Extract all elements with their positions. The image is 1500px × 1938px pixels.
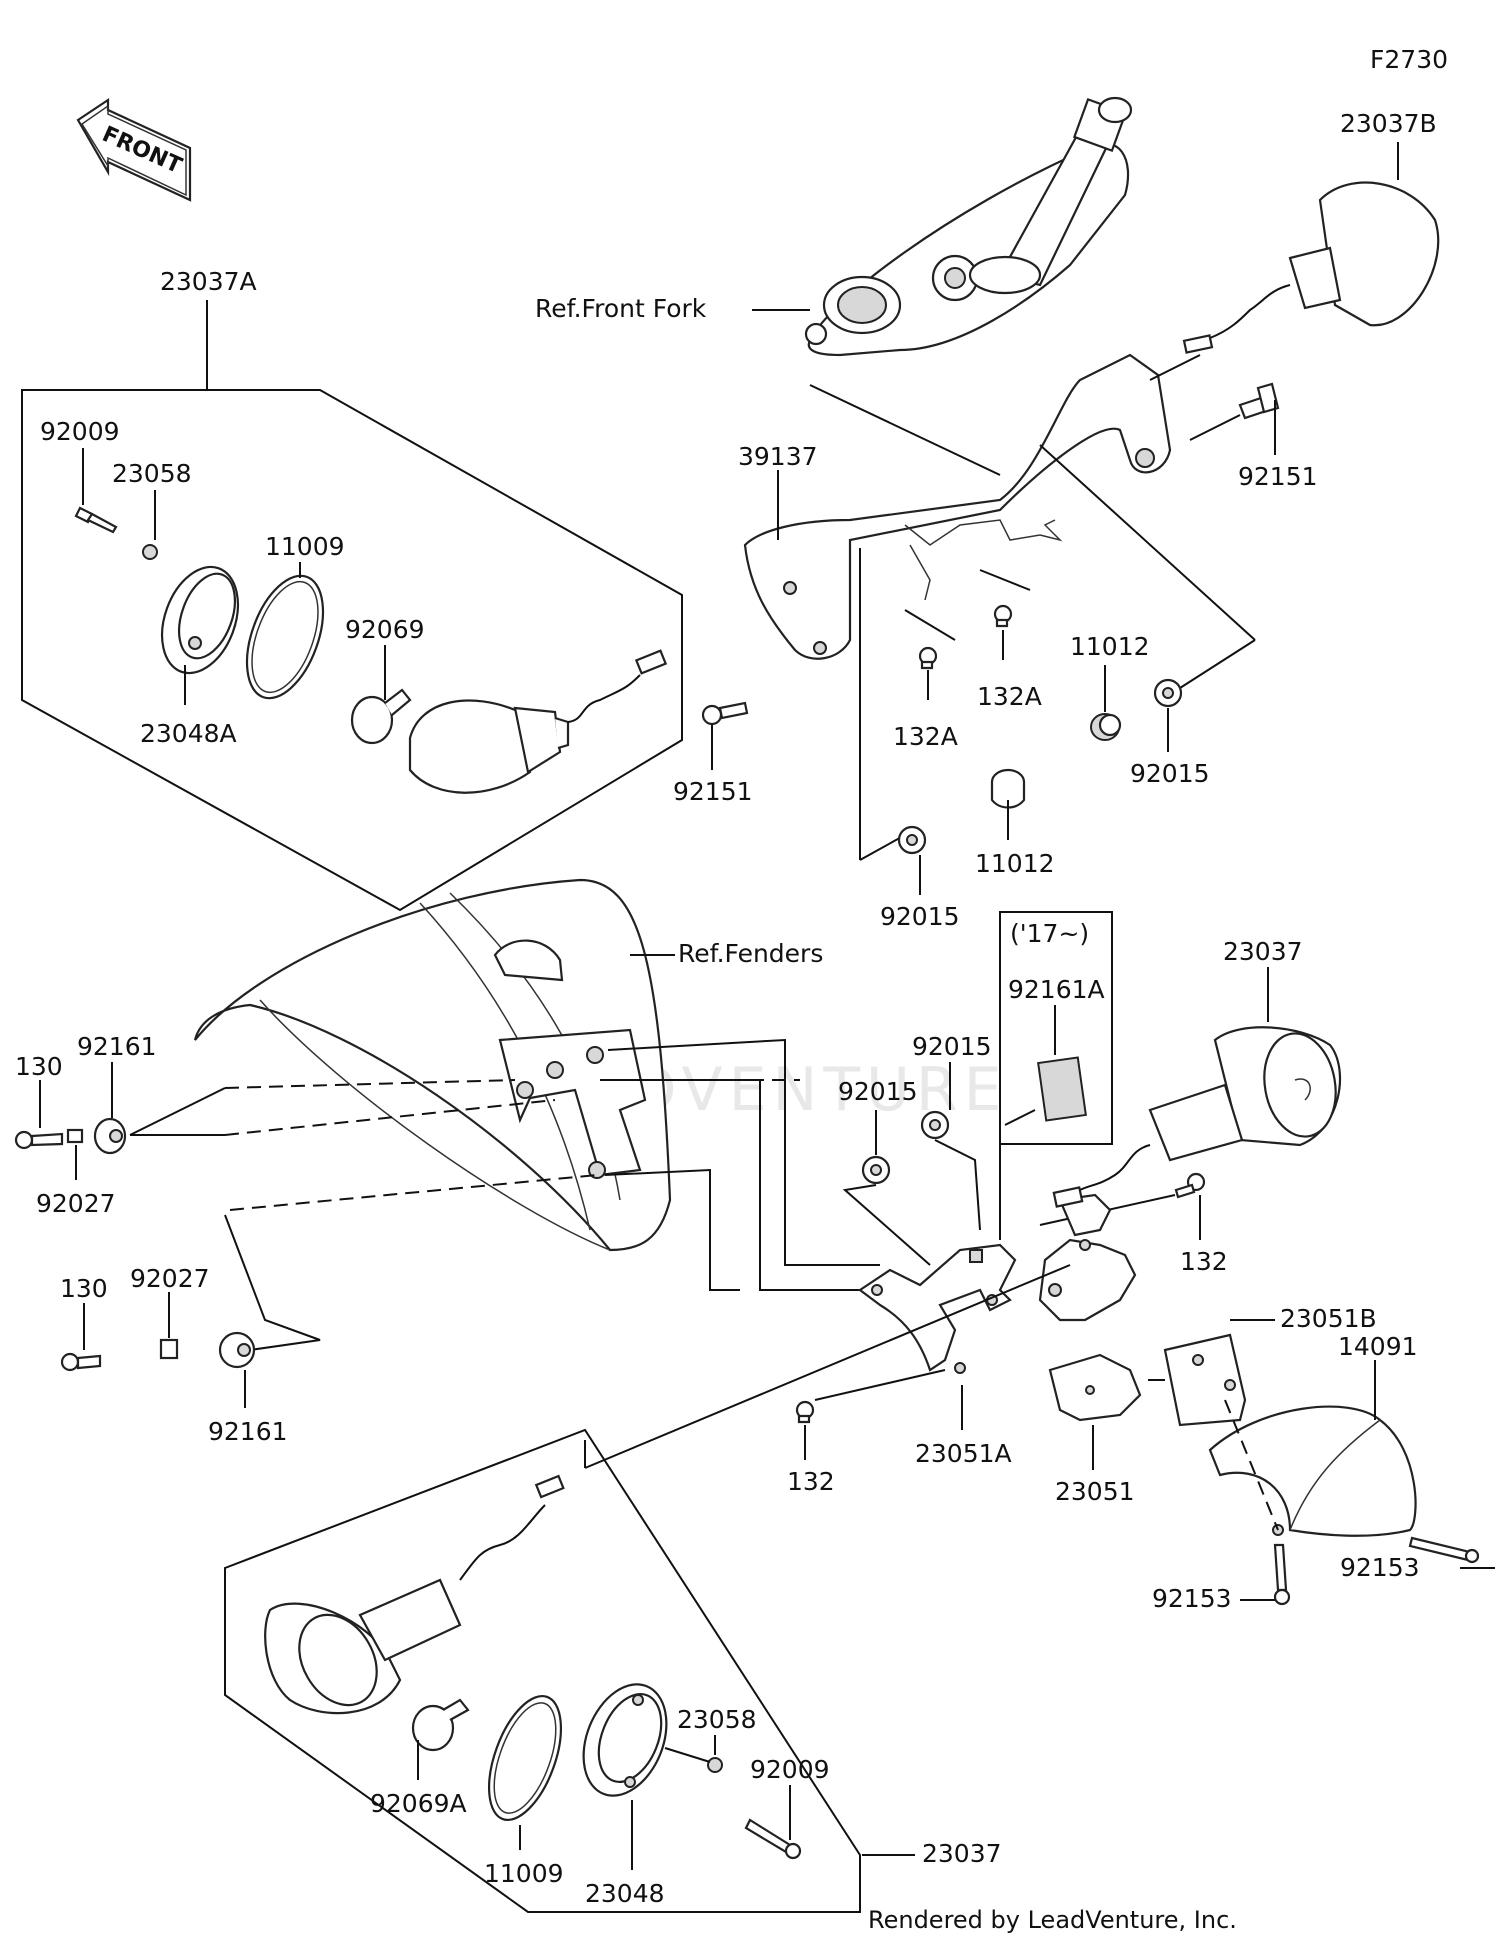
bracket-39137 bbox=[743, 353, 1172, 660]
grommet-92161-bot bbox=[218, 1331, 256, 1369]
steering-stem bbox=[804, 96, 1133, 357]
bolt-130-bot bbox=[60, 1352, 102, 1372]
callout-92151-left: 92151 bbox=[673, 777, 753, 806]
callout-92153-right: 92153 bbox=[1340, 1553, 1420, 1582]
bolt-132A-2 bbox=[993, 604, 1013, 628]
washer-23058-bot bbox=[707, 1757, 723, 1773]
callout-11009-top: 11009 bbox=[265, 532, 345, 561]
screw-92153-bot bbox=[1273, 1543, 1291, 1606]
collar-11012-2 bbox=[990, 768, 1026, 809]
callout-92015-a: 92015 bbox=[838, 1077, 918, 1106]
callout-132-right: 132 bbox=[1180, 1247, 1228, 1276]
turn-signal-23037B bbox=[1182, 181, 1440, 354]
callout-39137: 39137 bbox=[738, 442, 818, 471]
callout-23051B: 23051B bbox=[1280, 1304, 1377, 1333]
nut-92015-b bbox=[920, 1110, 950, 1140]
bolt-92151-left bbox=[701, 701, 749, 726]
callout-92009-top: 92009 bbox=[40, 417, 120, 446]
callout-23048: 23048 bbox=[585, 1879, 665, 1908]
license-light-bracket bbox=[1038, 1193, 1137, 1322]
screw-92009-top bbox=[74, 506, 118, 534]
callout-23037A: 23037A bbox=[160, 267, 257, 296]
turn-signal-top-left bbox=[408, 649, 668, 794]
bulb-92069 bbox=[350, 688, 412, 745]
ref-fenders: Ref.Fenders bbox=[678, 939, 823, 968]
bracket-23051A bbox=[858, 1243, 1017, 1374]
dash-line-3 bbox=[229, 1174, 598, 1211]
callout-92015-right: 92015 bbox=[1130, 759, 1210, 788]
diagram-code: F2730 bbox=[1370, 45, 1448, 74]
callout-130-top: 130 bbox=[15, 1052, 63, 1081]
nut-92015-mid bbox=[897, 825, 927, 855]
dash-line-1 bbox=[224, 1079, 516, 1089]
callout-92015-mid: 92015 bbox=[880, 902, 960, 931]
callout-92027-bot: 92027 bbox=[130, 1264, 210, 1293]
lens-cover-23048 bbox=[582, 1683, 668, 1797]
callout-92027-top: 92027 bbox=[36, 1189, 116, 1218]
bolt-132-bot bbox=[795, 1400, 815, 1424]
callout-14091: 14091 bbox=[1338, 1332, 1418, 1361]
front-arrow-icon: FRONT bbox=[76, 97, 192, 202]
callout-92161-bot: 92161 bbox=[208, 1417, 288, 1446]
bolt-132A-1 bbox=[918, 646, 938, 670]
callout-132A-1: 132A bbox=[893, 722, 958, 751]
spacer-92027-top bbox=[66, 1128, 84, 1144]
bolt-132-right bbox=[1174, 1172, 1206, 1199]
o-ring-11009-top bbox=[245, 574, 325, 700]
callout-11012-2: 11012 bbox=[975, 849, 1055, 878]
turn-signal-23037-right bbox=[1052, 1026, 1342, 1208]
year-box-part: 92161A bbox=[1008, 975, 1105, 1004]
callout-132A-2: 132A bbox=[977, 682, 1042, 711]
collar-11012-1 bbox=[1090, 713, 1122, 741]
callout-23058-top: 23058 bbox=[112, 459, 192, 488]
callout-92009-bot: 92009 bbox=[750, 1755, 830, 1784]
callout-23051: 23051 bbox=[1055, 1477, 1135, 1506]
callout-92151-right: 92151 bbox=[1238, 462, 1318, 491]
fender bbox=[193, 878, 672, 1252]
callout-132-bot: 132 bbox=[787, 1467, 835, 1496]
callout-92015-b: 92015 bbox=[912, 1032, 992, 1061]
screw-92009-bot bbox=[744, 1818, 802, 1860]
bolt-92151-right bbox=[1238, 382, 1280, 420]
washer-23058-top bbox=[142, 544, 158, 560]
callout-130-bot: 130 bbox=[60, 1274, 108, 1303]
ref-front-fork: Ref.Front Fork bbox=[535, 294, 707, 323]
year-box bbox=[999, 911, 1113, 1145]
callout-23058-bot: 23058 bbox=[677, 1705, 757, 1734]
nut-92015-right bbox=[1153, 678, 1183, 708]
bulb-92069A bbox=[411, 1698, 470, 1752]
callout-23048A: 23048A bbox=[140, 719, 237, 748]
year-box-note: ('17~) bbox=[1010, 919, 1089, 948]
o-ring-11009-bot bbox=[487, 1694, 563, 1822]
plate-23051 bbox=[1048, 1353, 1142, 1422]
cover-14091 bbox=[1208, 1405, 1417, 1537]
callout-23051A: 23051A bbox=[915, 1439, 1012, 1468]
callout-92069: 92069 bbox=[345, 615, 425, 644]
dash-line-2 bbox=[224, 1099, 556, 1136]
callout-92161-top: 92161 bbox=[77, 1032, 157, 1061]
screw-92153-right bbox=[1408, 1536, 1480, 1564]
bolt-130-top bbox=[14, 1130, 64, 1150]
lens-cover-23048A bbox=[161, 565, 239, 675]
callout-92069A: 92069A bbox=[370, 1789, 467, 1818]
callout-23037-bot: 23037 bbox=[922, 1839, 1002, 1868]
nut-92015-a bbox=[861, 1155, 891, 1185]
grommet-92161-top bbox=[93, 1117, 127, 1155]
plate-23051B bbox=[1163, 1333, 1247, 1427]
footer-credit: Rendered by LeadVenture, Inc. bbox=[868, 1906, 1237, 1934]
callout-92153-bot: 92153 bbox=[1152, 1584, 1232, 1613]
assembly-box-23037 bbox=[224, 1264, 1071, 1913]
callout-11012-1: 11012 bbox=[1070, 632, 1150, 661]
callout-23037-right: 23037 bbox=[1223, 937, 1303, 966]
callout-11009-bot: 11009 bbox=[484, 1859, 564, 1888]
assembly-box-23037A bbox=[21, 300, 683, 912]
callout-23037B: 23037B bbox=[1340, 109, 1437, 138]
spacer-92027-bot bbox=[159, 1338, 179, 1360]
turn-signal-bot bbox=[264, 1474, 565, 1715]
